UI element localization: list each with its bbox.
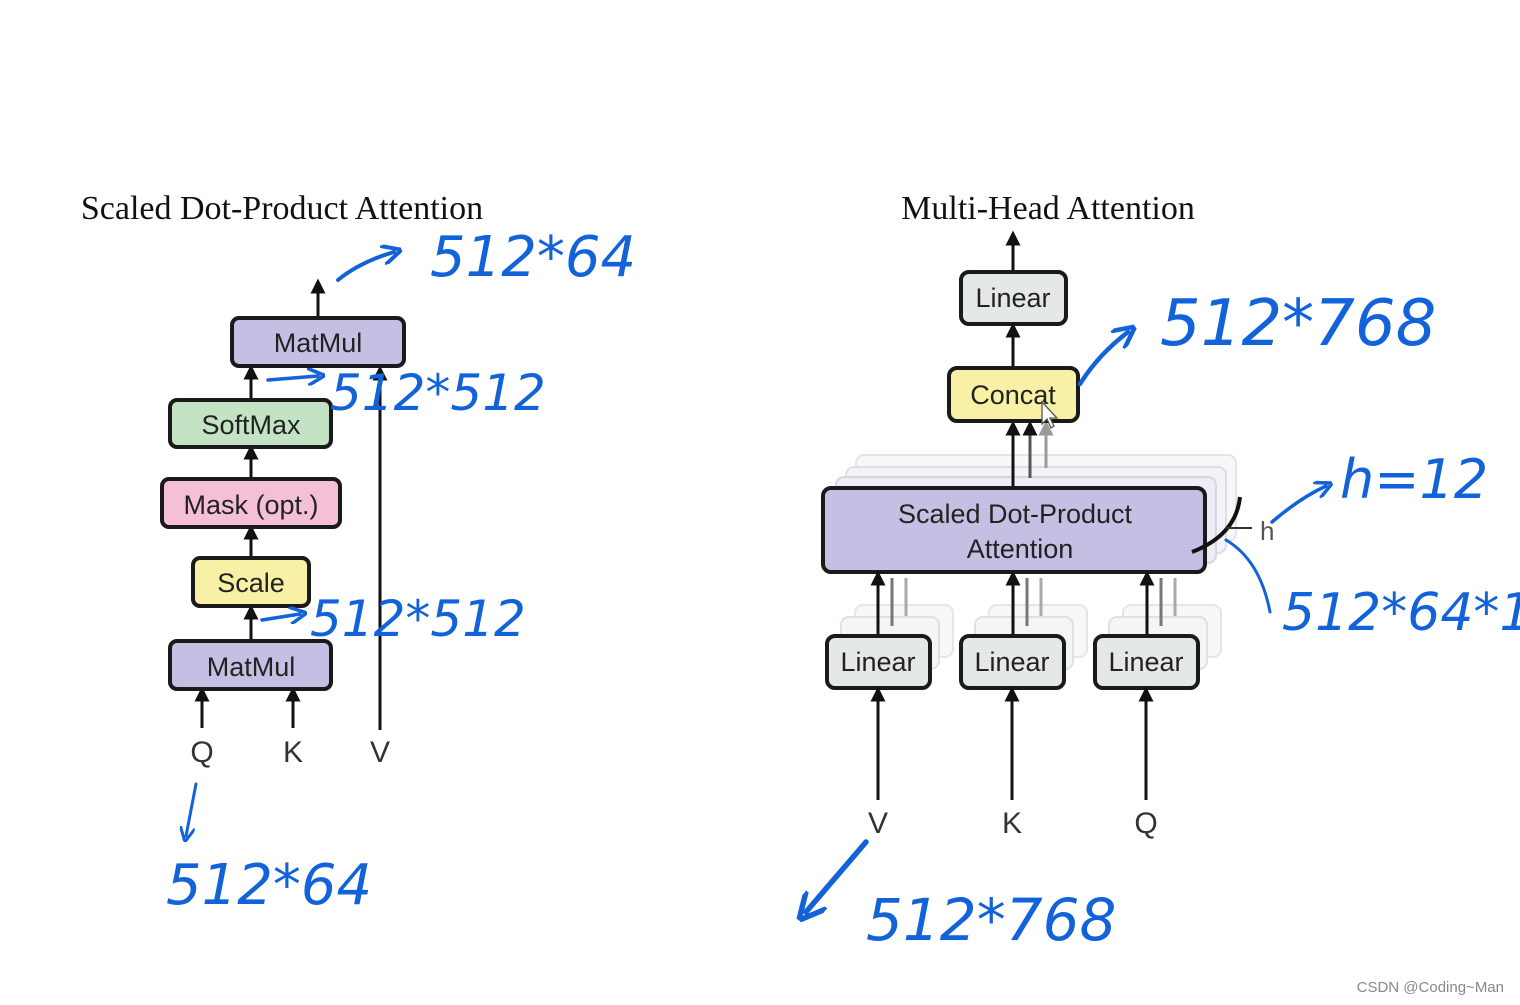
annotation-right-heads: 512*64*12 — [1282, 583, 1520, 643]
left-input-v: V — [370, 736, 390, 769]
cursor-icon — [1041, 400, 1059, 429]
linear-k-label: Linear — [974, 647, 1049, 677]
annotation-left-scale: 512*512 — [310, 590, 526, 648]
attention-label-line2: Attention — [967, 534, 1074, 564]
scaled-dot-product-diagram: Scaled Dot-Product Attention MatMul Soft… — [81, 190, 483, 769]
softmax-block: SoftMax — [168, 398, 333, 449]
linear-v-block: Linear — [825, 634, 932, 690]
left-input-q: Q — [190, 736, 213, 769]
scale-label: Scale — [217, 568, 285, 598]
annotation-arrow-right-heads — [1224, 538, 1272, 614]
linear-top-label: Linear — [975, 283, 1050, 313]
scaled-dot-product-attention-block: Scaled Dot-Product Attention — [821, 486, 1207, 574]
mask-block: Mask (opt.) — [160, 477, 342, 529]
linear-v-label: Linear — [840, 647, 915, 677]
linear-q-block: Linear — [1093, 634, 1200, 690]
left-title: Scaled Dot-Product Attention — [81, 190, 483, 227]
h-label: h — [1260, 516, 1274, 546]
annotation-arrow-left-scale — [260, 614, 300, 620]
annotation-right-h: h=12 — [1340, 448, 1488, 511]
right-input-k: K — [1002, 807, 1022, 840]
annotation-arrow-left-output — [336, 252, 394, 282]
annotation-arrow-right-h — [1270, 486, 1326, 524]
mask-label: Mask (opt.) — [183, 490, 318, 520]
annotation-left-output: 512*64 — [430, 225, 636, 290]
attention-label-line1: Scaled Dot-Product — [898, 499, 1133, 529]
annotation-arrow-right-v — [806, 839, 869, 912]
multi-head-attention-diagram: Multi-Head Attention Concat Linear Sc — [821, 190, 1274, 840]
matmul-top-block: MatMul — [230, 316, 406, 368]
matmul-bottom-label: MatMul — [207, 652, 296, 682]
right-input-q: Q — [1134, 807, 1157, 840]
annotation-arrow-left-softmax — [266, 376, 318, 380]
concat-block: Concat — [947, 366, 1080, 423]
annotation-left-q: 512*64 — [166, 853, 372, 918]
annotation-right-v: 512*768 — [866, 886, 1116, 954]
annotation-arrow-left-q — [186, 782, 198, 836]
right-title: Multi-Head Attention — [901, 190, 1195, 227]
annotation-left-softmax: 512*512 — [330, 364, 546, 422]
watermark-text: CSDN @Coding~Man — [1357, 979, 1504, 996]
annotation-right-concat: 512*768 — [1160, 287, 1436, 361]
left-input-k: K — [283, 736, 303, 769]
matmul-top-label: MatMul — [274, 328, 363, 358]
handwritten-annotations: 512*64 512*512 512*512 512*64 512*768 h=… — [166, 225, 1520, 954]
h-brace — [1191, 496, 1242, 554]
scale-block: Scale — [191, 556, 311, 608]
linear-k-block: Linear — [959, 634, 1066, 690]
linear-top-block: Linear — [959, 270, 1068, 326]
matmul-bottom-block: MatMul — [168, 639, 333, 691]
softmax-label: SoftMax — [201, 410, 301, 440]
linear-q-label: Linear — [1108, 647, 1183, 677]
annotation-arrow-right-concat — [1077, 332, 1128, 387]
right-input-v: V — [868, 807, 888, 840]
